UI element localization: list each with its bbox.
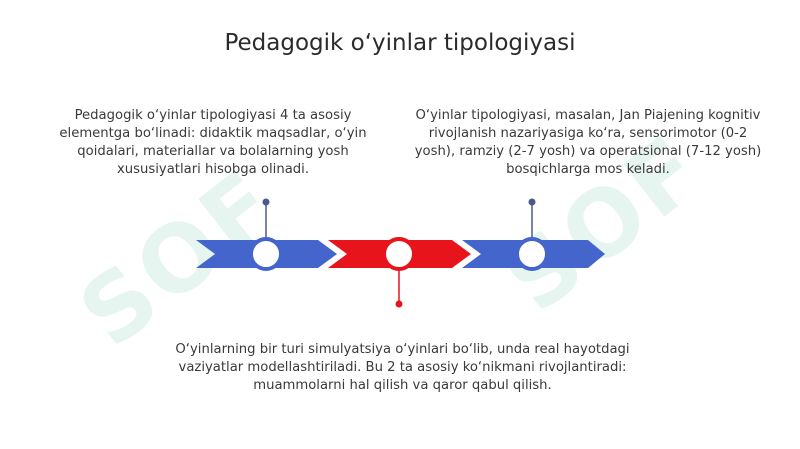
text-block-bottom: O‘yinlarning bir turi simulyatsiya o‘yin…: [175, 342, 630, 393]
connector-dot-right: [528, 198, 536, 206]
slide-title: Pedagogik o‘yinlar tipologiyasi: [224, 30, 576, 56]
milestone-ring-2: [382, 237, 416, 271]
connector-dot-left: [262, 198, 270, 206]
connector-dot-bottom: [395, 300, 403, 308]
milestone-ring-3: [515, 237, 549, 271]
milestone-ring-1: [249, 237, 283, 271]
text-block-left: Pedagogik o‘yinlar tipologiyasi 4 ta aso…: [59, 108, 367, 177]
text-block-right: O‘yinlar tipologiyasi, masalan, Jan Piaj…: [414, 108, 762, 177]
